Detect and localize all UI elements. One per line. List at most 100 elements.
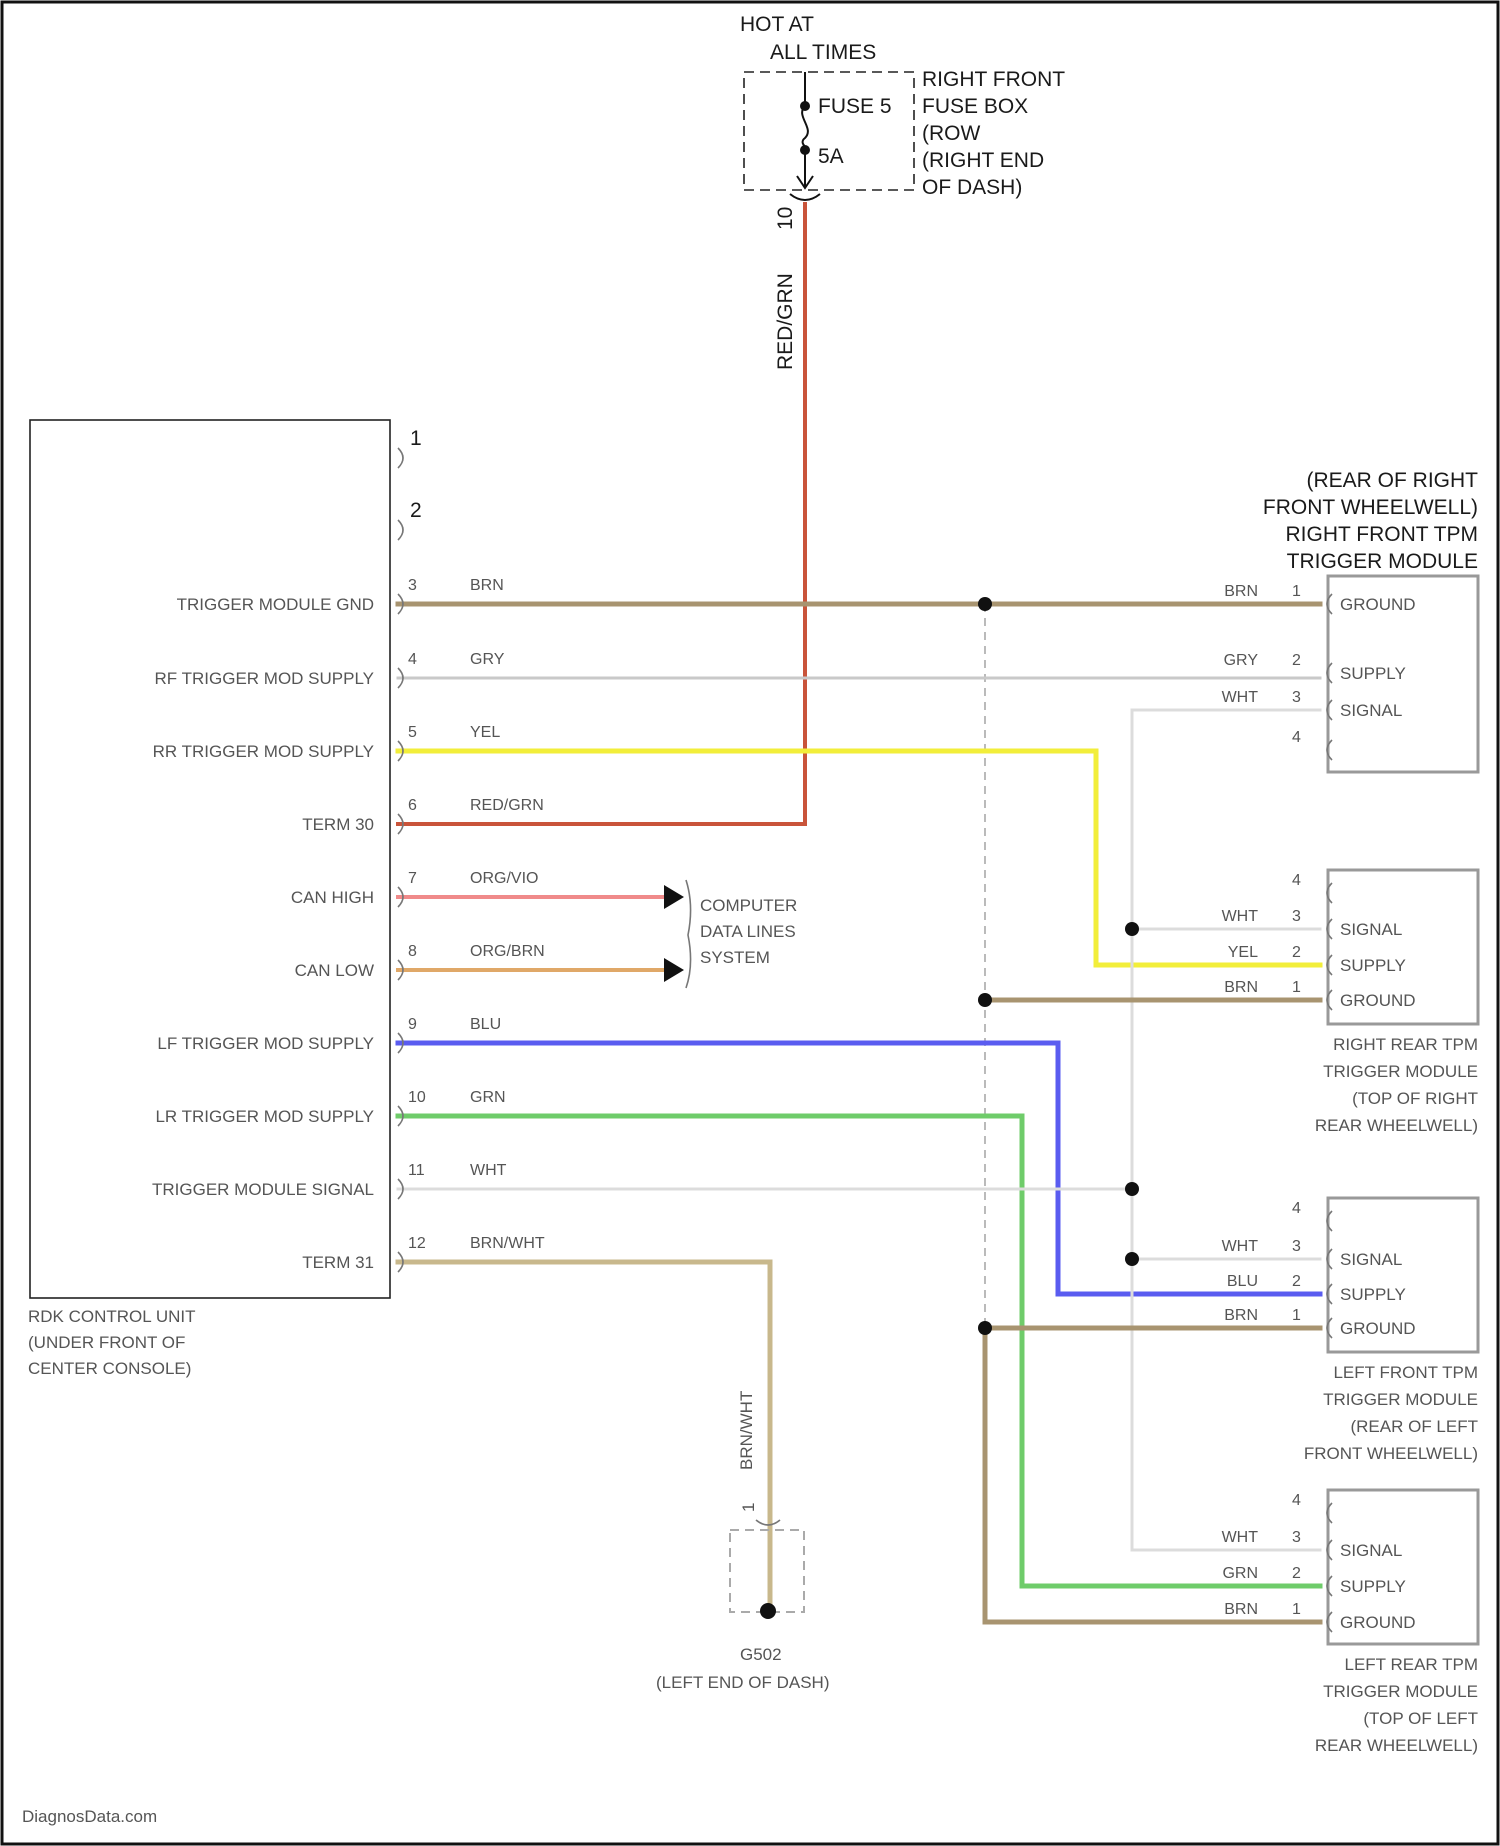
wire-yel-supply-rr <box>398 751 1320 965</box>
cu-pin-number-5: 5 <box>408 724 417 741</box>
module-rf-caption-1: (REAR OF RIGHT <box>1307 469 1479 492</box>
module-rr-pin-number-2: 2 <box>1292 944 1301 961</box>
module-lf-pin-wire-1: BRN <box>1224 1307 1258 1324</box>
module-lr-pin-number-1: 1 <box>1292 1601 1301 1618</box>
fuse-section: HOT AT ALL TIMES FUSE 5 5A RIGHT FRONT F… <box>740 13 1065 370</box>
control-unit-name-3: CENTER CONSOLE) <box>28 1359 191 1378</box>
cu-pin-wire-4: GRY <box>470 651 505 668</box>
module-lf-caption-3: (REAR OF LEFT <box>1350 1417 1478 1436</box>
module-lf-pin-number-1: 1 <box>1292 1307 1301 1324</box>
module-lf-pin-number-3: 3 <box>1292 1238 1301 1255</box>
cu-pin-wire-10: GRN <box>470 1089 506 1106</box>
module-lr-pin-label-2: SUPPLY <box>1340 1577 1406 1596</box>
wire-brn-wht-ground <box>398 1262 770 1611</box>
hot-at-label: HOT AT <box>740 13 814 36</box>
wire-red-grn <box>398 204 805 824</box>
module-rr-pin-label-3: SIGNAL <box>1340 920 1402 939</box>
module-rr-pin-label-1: GROUND <box>1340 991 1416 1010</box>
module-rf-pin-label-1: GROUND <box>1340 595 1416 614</box>
cu-pin-number-7: 7 <box>408 870 417 887</box>
module-rf-caption-4: TRIGGER MODULE <box>1287 550 1478 573</box>
ground-connector-outline <box>730 1530 804 1612</box>
cu-pin-wire-7: ORG/VIO <box>470 870 538 887</box>
module-rf-pin-wire-3: WHT <box>1222 689 1259 706</box>
fuse-box-outline <box>744 72 914 190</box>
module-rf-caption-3: RIGHT FRONT TPM <box>1285 523 1478 546</box>
splice-dot-1 <box>978 597 992 611</box>
data-lines-text-2: DATA LINES <box>700 922 796 941</box>
module-lf-caption-2: TRIGGER MODULE <box>1323 1390 1478 1409</box>
cu-pin-number-4: 4 <box>408 651 417 668</box>
cu-pin-label-12: TERM 31 <box>302 1253 374 1272</box>
ground-location: (LEFT END OF DASH) <box>656 1673 829 1692</box>
can-low-arrow-icon <box>664 958 684 982</box>
cu-pin-number-11: 11 <box>408 1162 425 1179</box>
cu-pin-label-3: TRIGGER MODULE GND <box>177 595 374 614</box>
can-high-arrow-icon <box>664 885 684 909</box>
all-times-label: ALL TIMES <box>770 41 876 64</box>
wire-grn-supply-lr <box>398 1116 1320 1586</box>
fusebox-line-2: FUSE BOX <box>922 95 1028 118</box>
cu-pin-wire-8: ORG/BRN <box>470 943 545 960</box>
top-pin-2-connector <box>398 520 403 540</box>
module-lf-caption-4: FRONT WHEELWELL) <box>1304 1444 1478 1463</box>
module-lf-caption-1: LEFT FRONT TPM <box>1333 1363 1478 1382</box>
module-lf-pin-wire-3: WHT <box>1222 1238 1259 1255</box>
data-lines-bracket <box>686 880 691 988</box>
fuse-name: FUSE 5 <box>818 95 892 118</box>
module-rr-caption-4: REAR WHEELWELL) <box>1315 1116 1478 1135</box>
module-rr-caption-3: (TOP OF RIGHT <box>1352 1089 1478 1108</box>
module-lf-pin-number-4: 4 <box>1292 1200 1301 1217</box>
module-lr-caption-1: LEFT REAR TPM <box>1344 1655 1478 1674</box>
splice-dot-2 <box>1125 922 1139 936</box>
watermark: DiagnosData.com <box>22 1807 157 1826</box>
cu-pin-wire-3: BRN <box>470 577 504 594</box>
data-lines-block: COMPUTER DATA LINES SYSTEM <box>686 880 797 988</box>
cu-pin-label-5: RR TRIGGER MOD SUPPLY <box>153 742 374 761</box>
module-lr-caption-3: (TOP OF LEFT <box>1363 1709 1478 1728</box>
fuse-element-icon <box>802 106 808 150</box>
fusebox-line-4: (RIGHT END <box>922 149 1044 172</box>
fuse-terminal-number: 10 <box>774 207 797 230</box>
cu-pin-number-9: 9 <box>408 1016 417 1033</box>
module-rf-caption-2: FRONT WHEELWELL) <box>1263 496 1478 519</box>
cu-pin-label-4: RF TRIGGER MOD SUPPLY <box>155 669 374 688</box>
module-rr-pin-number-4: 4 <box>1292 872 1301 889</box>
module-rf-pin-number-2: 2 <box>1292 652 1301 669</box>
module-lr-pin-number-2: 2 <box>1292 1565 1301 1582</box>
cu-pin-wire-9: BLU <box>470 1016 501 1033</box>
module-rr-pin-number-3: 3 <box>1292 908 1301 925</box>
data-lines-text-1: COMPUTER <box>700 896 797 915</box>
cu-pin-wire-12: BRN/WHT <box>470 1235 545 1252</box>
module-lr-pin-label-1: GROUND <box>1340 1613 1416 1632</box>
module-rf-pin-wire-2: GRY <box>1224 652 1259 669</box>
fusebox-line-5: OF DASH) <box>922 176 1022 199</box>
splice-dot-4 <box>1125 1182 1139 1196</box>
module-rr-pin-wire-3: WHT <box>1222 908 1259 925</box>
splice-dot-6 <box>978 1321 992 1335</box>
cu-pin-wire-6: RED/GRN <box>470 797 544 814</box>
module-lr-pin-number-3: 3 <box>1292 1529 1301 1546</box>
top-pin-2-number: 2 <box>410 499 422 522</box>
ground-pin-number: 1 <box>739 1503 758 1512</box>
module-lf-pin-wire-2: BLU <box>1227 1273 1258 1290</box>
cu-pin-wire-11: WHT <box>470 1162 507 1179</box>
module-rf-pin-number-1: 1 <box>1292 583 1301 600</box>
module-lf-pin-label-1: GROUND <box>1340 1319 1416 1338</box>
cu-pin-wire-5: YEL <box>470 724 500 741</box>
module-lr-caption-4: REAR WHEELWELL) <box>1315 1736 1478 1755</box>
fusebox-line-1: RIGHT FRONT <box>922 68 1065 91</box>
splice-dot-3 <box>978 993 992 1007</box>
cu-pin-label-7: CAN HIGH <box>291 888 374 907</box>
cu-pin-label-10: LR TRIGGER MOD SUPPLY <box>155 1107 374 1126</box>
cu-pin-label-9: LF TRIGGER MOD SUPPLY <box>157 1034 374 1053</box>
data-lines-text-3: SYSTEM <box>700 948 770 967</box>
wires-layer <box>398 204 1320 1622</box>
module-rr-pin-number-1: 1 <box>1292 979 1301 996</box>
module-lf-pin-label-2: SUPPLY <box>1340 1285 1406 1304</box>
module-lf-pin-label-3: SIGNAL <box>1340 1250 1402 1269</box>
cu-pin-label-8: CAN LOW <box>295 961 374 980</box>
ground-terminal-dot <box>760 1603 776 1619</box>
module-rr-pin-wire-1: BRN <box>1224 979 1258 996</box>
